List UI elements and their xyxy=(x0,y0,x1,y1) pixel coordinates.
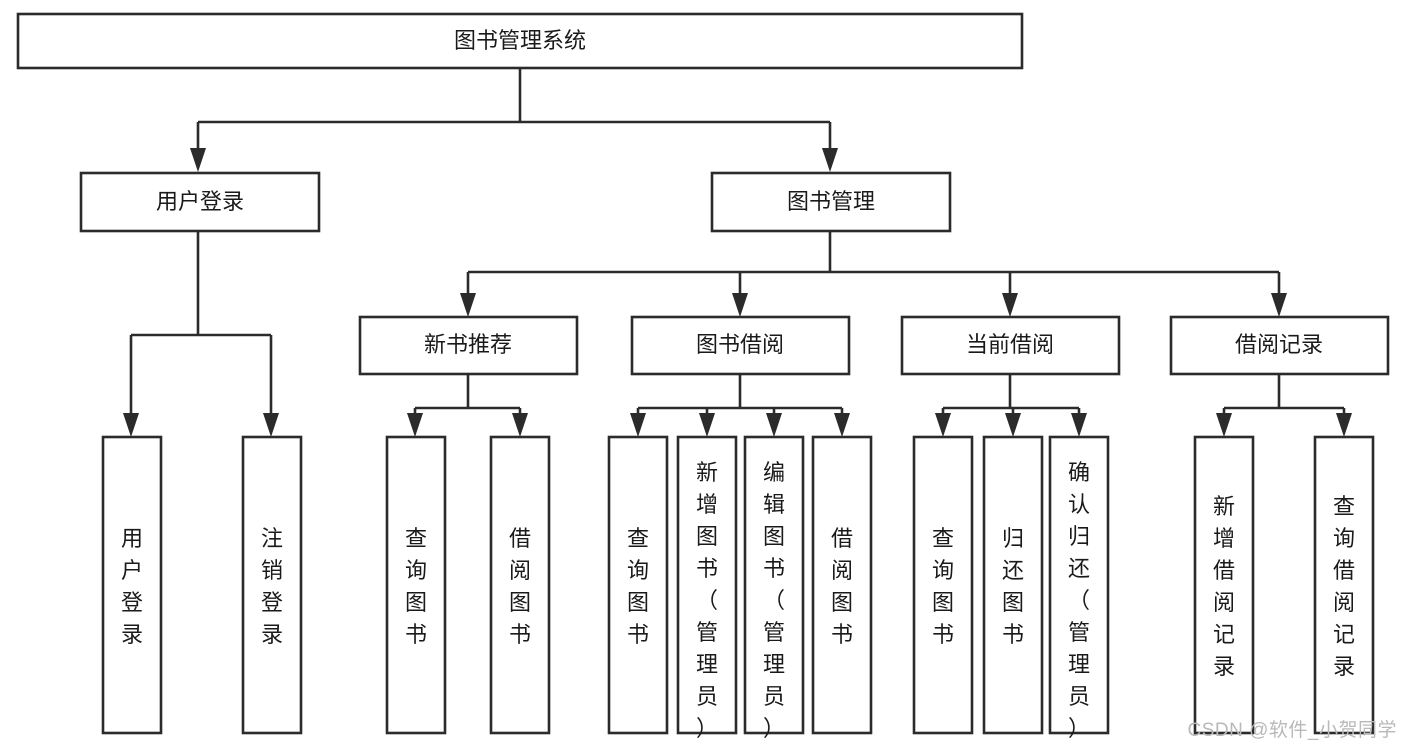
node-leaf-edit-book-label: 编辑图书（管理员） xyxy=(763,460,785,741)
arrow-head-icon xyxy=(1005,413,1021,437)
node-leaf-add-book-label: 新增图书（管理员） xyxy=(696,460,718,741)
node-new-book-recommend-box[interactable] xyxy=(358,315,579,376)
node-leaf-edit-book-box[interactable] xyxy=(743,435,805,735)
node-leaf-query-book-b[interactable]: 查询图书 xyxy=(607,435,669,735)
arrow-head-icon xyxy=(1002,293,1018,317)
arrow-head-icon xyxy=(822,148,838,172)
node-current-borrow[interactable]: 当前借阅 xyxy=(900,315,1121,376)
arrow-head-icon xyxy=(935,413,951,437)
node-leaf-add-book-box[interactable] xyxy=(676,435,738,735)
arrow-head-icon xyxy=(1336,413,1352,437)
node-leaf-borrow-book-a-box[interactable] xyxy=(489,435,551,735)
arrow-head-icon xyxy=(512,413,528,437)
node-leaf-query-book-c-box[interactable] xyxy=(912,435,974,735)
node-book-manage[interactable]: 图书管理 xyxy=(710,171,952,233)
node-leaf-return-book-label: 归还图书 xyxy=(1002,526,1024,647)
node-leaf-borrow-book-b[interactable]: 借阅图书 xyxy=(811,435,873,735)
node-leaf-logout-label: 注销登录 xyxy=(261,526,283,647)
node-current-borrow-box[interactable] xyxy=(900,315,1121,376)
node-leaf-query-book-c[interactable]: 查询图书 xyxy=(912,435,974,735)
node-leaf-query-record-box[interactable] xyxy=(1313,435,1375,735)
node-leaf-borrow-book-a[interactable]: 借阅图书 xyxy=(489,435,551,735)
node-leaf-edit-book[interactable]: 编辑图书（管理员） xyxy=(743,435,805,741)
node-leaf-user-login[interactable]: 用户登录 xyxy=(101,435,163,735)
node-leaf-query-book-a-label: 查询图书 xyxy=(405,526,427,647)
node-book-borrow-box[interactable] xyxy=(630,315,851,376)
node-leaf-add-record-label: 新增借阅记录 xyxy=(1213,494,1235,679)
arrow-head-icon xyxy=(732,293,748,317)
arrow-head-icon xyxy=(766,413,782,437)
node-root-label: 图书管理系统 xyxy=(454,28,586,53)
node-leaf-query-book-a-box[interactable] xyxy=(385,435,447,735)
node-borrow-record[interactable]: 借阅记录 xyxy=(1169,315,1390,376)
node-leaf-query-book-b-box[interactable] xyxy=(607,435,669,735)
node-leaf-user-login-box[interactable] xyxy=(101,435,163,735)
node-leaf-confirm-return-box[interactable] xyxy=(1048,435,1110,735)
arrow-head-icon xyxy=(630,413,646,437)
arrow-head-icon xyxy=(1216,413,1232,437)
node-leaf-logout[interactable]: 注销登录 xyxy=(241,435,303,735)
node-leaf-confirm-return[interactable]: 确认归还（管理员） xyxy=(1048,435,1110,741)
node-leaf-user-login-label: 用户登录 xyxy=(121,526,143,647)
node-leaf-query-book-b-label: 查询图书 xyxy=(627,526,649,647)
node-current-borrow-label: 当前借阅 xyxy=(966,332,1054,357)
arrow-head-icon xyxy=(834,413,850,437)
node-leaf-query-book-a[interactable]: 查询图书 xyxy=(385,435,447,735)
node-leaf-borrow-book-b-box[interactable] xyxy=(811,435,873,735)
arrow-head-icon xyxy=(1271,293,1287,317)
node-borrow-record-label: 借阅记录 xyxy=(1235,332,1323,357)
arrow-head-icon xyxy=(460,293,476,317)
arrow-head-icon xyxy=(123,413,139,437)
node-leaf-return-book[interactable]: 归还图书 xyxy=(982,435,1044,735)
arrow-head-icon xyxy=(1071,413,1087,437)
node-user-login[interactable]: 用户登录 xyxy=(79,171,321,233)
node-leaf-add-book[interactable]: 新增图书（管理员） xyxy=(676,435,738,741)
node-borrow-record-box[interactable] xyxy=(1169,315,1390,376)
node-root-box[interactable] xyxy=(16,12,1024,70)
node-leaf-add-record-box[interactable] xyxy=(1193,435,1255,735)
node-new-book-recommend[interactable]: 新书推荐 xyxy=(358,315,579,376)
node-user-login-label: 用户登录 xyxy=(156,189,244,214)
node-leaf-add-record[interactable]: 新增借阅记录 xyxy=(1193,435,1255,735)
node-leaf-borrow-book-b-label: 借阅图书 xyxy=(831,526,853,647)
node-book-borrow-label: 图书借阅 xyxy=(696,332,784,357)
arrow-head-icon xyxy=(263,413,279,437)
node-leaf-return-book-box[interactable] xyxy=(982,435,1044,735)
node-leaf-confirm-return-label: 确认归还（管理员） xyxy=(1068,460,1090,741)
node-leaf-query-record-label: 查询借阅记录 xyxy=(1333,494,1355,679)
node-leaf-query-book-c-label: 查询图书 xyxy=(932,526,954,647)
node-book-borrow[interactable]: 图书借阅 xyxy=(630,315,851,376)
node-root[interactable]: 图书管理系统 xyxy=(16,12,1024,70)
arrow-head-icon xyxy=(699,413,715,437)
node-book-manage-label: 图书管理 xyxy=(787,189,875,214)
node-leaf-logout-box[interactable] xyxy=(241,435,303,735)
arrow-head-icon xyxy=(407,413,423,437)
node-book-manage-box[interactable] xyxy=(710,171,952,233)
arrow-head-icon xyxy=(190,148,206,172)
node-new-book-recommend-label: 新书推荐 xyxy=(424,332,512,357)
node-leaf-query-record[interactable]: 查询借阅记录 xyxy=(1313,435,1375,735)
node-leaf-borrow-book-a-label: 借阅图书 xyxy=(509,526,531,647)
node-user-login-box[interactable] xyxy=(79,171,321,233)
